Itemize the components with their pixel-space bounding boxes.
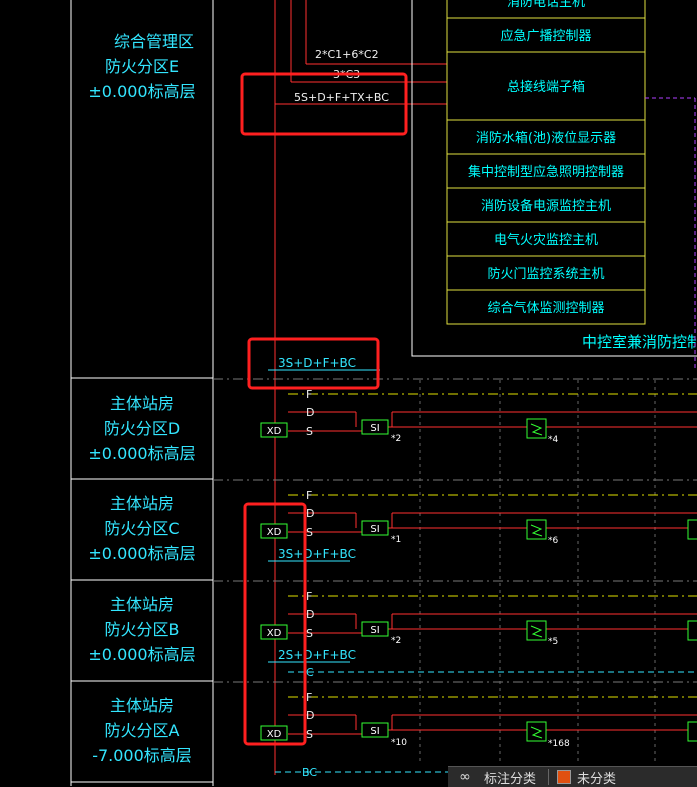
svg-text:*4: *4: [548, 435, 559, 445]
svg-text:D: D: [306, 709, 314, 722]
svg-text:BC: BC: [302, 766, 317, 779]
svg-text:*168: *168: [548, 739, 570, 749]
edge-devices: [687, 519, 697, 742]
svg-text:S: S: [306, 728, 313, 741]
highlight-box-top: [240, 72, 408, 136]
svg-text:主体站房: 主体站房: [110, 494, 174, 513]
si-box-c[interactable]: SI *1: [361, 520, 401, 545]
riser-label-d: 3S+D+F+BC: [278, 356, 356, 370]
column-dashes: [419, 380, 656, 765]
svg-text:F: F: [306, 691, 312, 704]
category-color-swatch[interactable]: [557, 770, 572, 784]
svg-text:防火分区B: 防火分区B: [105, 620, 180, 639]
xd-box-b[interactable]: XD: [260, 624, 288, 640]
switch-symbol-a[interactable]: *168: [526, 721, 570, 749]
svg-text:D: D: [306, 406, 314, 419]
svg-text:F: F: [306, 489, 312, 502]
control-room-title: 中控室兼消防控制室: [582, 333, 697, 351]
riser-label-b: 2S+D+F+BC: [278, 648, 356, 662]
svg-text:±0.000标高层: ±0.000标高层: [88, 444, 195, 463]
switch-symbol-d[interactable]: *4: [526, 418, 559, 445]
panel-box: [446, 289, 646, 325]
svg-text:S: S: [306, 627, 313, 640]
svg-text:±0.000标高层: ±0.000标高层: [88, 544, 195, 563]
zone-a-row: F D S BC: [275, 691, 697, 779]
svg-text:S: S: [306, 425, 313, 438]
panel-terminal-box: 总接线端子箱: [507, 79, 585, 95]
svg-text:*10: *10: [391, 738, 407, 748]
svg-text:±0.000标高层: ±0.000标高层: [88, 645, 195, 664]
svg-text:XD: XD: [267, 729, 282, 740]
svg-text:S: S: [306, 526, 313, 539]
panel-electrical-fire: 电气火灾监控主机: [494, 232, 598, 248]
svg-text:C: C: [306, 666, 314, 679]
wire-label-c1c2: 2*C1+6*C2: [315, 48, 379, 61]
svg-text:*1: *1: [391, 535, 401, 545]
svg-text:*5: *5: [548, 637, 558, 647]
switch-symbol-c[interactable]: *6: [526, 519, 559, 546]
svg-text:主体站房: 主体站房: [110, 595, 174, 614]
svg-text:D: D: [306, 507, 314, 520]
xd-box-c[interactable]: XD: [260, 523, 288, 539]
si-box-b[interactable]: SI *2: [361, 621, 401, 646]
wire-label-5s: 5S+D+F+TX+BC: [294, 91, 389, 104]
svg-text:SI: SI: [370, 625, 379, 636]
zone-c-label: 主体站房 防火分区C ±0.000标高层: [88, 494, 195, 563]
zone-d-row: F D S: [288, 388, 697, 438]
svg-text:主体站房: 主体站房: [110, 696, 174, 715]
svg-text:防火分区C: 防火分区C: [104, 519, 179, 538]
zone-e-label: 综合管理区 防火分区E ±0.000标高层: [88, 32, 195, 101]
svg-text:综合管理区: 综合管理区: [114, 32, 194, 51]
xd-box-a[interactable]: XD: [260, 725, 288, 741]
svg-text:防火分区E: 防火分区E: [105, 57, 179, 76]
panel-fire-door: 防火门监控系统主机: [487, 266, 604, 282]
control-room-panels: 消防电话主机 应急广播控制器 总接线端子箱 消防水箱(池)液位显示器 集中控制型…: [446, 0, 646, 325]
annotation-category-label[interactable]: 标注分类: [484, 771, 537, 787]
svg-text:XD: XD: [267, 426, 282, 437]
svg-text:*2: *2: [391, 636, 401, 646]
svg-text:±0.000标高层: ±0.000标高层: [88, 82, 195, 101]
svg-text:F: F: [306, 590, 312, 603]
svg-text:D: D: [306, 608, 314, 621]
panel-emergency-light: 集中控制型应急照明控制器: [468, 164, 624, 180]
zone-b-label: 主体站房 防火分区B ±0.000标高层: [88, 595, 195, 664]
riser-label-c: 3S+D+F+BC: [278, 547, 356, 561]
svg-text:防火分区D: 防火分区D: [104, 419, 180, 438]
zone-d-label: 主体站房 防火分区D ±0.000标高层: [88, 394, 195, 463]
svg-text:*2: *2: [391, 434, 401, 444]
zone-a-label: 主体站房 防火分区A -7.000标高层: [92, 696, 192, 765]
svg-text:*6: *6: [548, 536, 559, 546]
panel-water-level: 消防水箱(池)液位显示器: [476, 130, 616, 146]
infinity-icon[interactable]: ∞: [459, 769, 471, 785]
svg-text:防火分区A: 防火分区A: [105, 721, 180, 740]
switch-symbol-b[interactable]: *5: [526, 620, 558, 647]
svg-text:XD: XD: [267, 628, 282, 639]
svg-text:F: F: [306, 388, 312, 401]
highlight-box-middle: [247, 337, 380, 390]
zone-c-row: F D S: [288, 489, 697, 539]
si-box-a[interactable]: SI *10: [361, 722, 407, 748]
control-room-frame: [411, 0, 697, 357]
svg-text:-7.000标高层: -7.000标高层: [92, 746, 192, 765]
svg-text:XD: XD: [267, 527, 282, 538]
svg-text:SI: SI: [370, 423, 379, 434]
status-bar: ∞ 标注分类 未分类: [448, 766, 697, 787]
panel-broadcast: 应急广播控制器: [500, 28, 591, 44]
svg-text:SI: SI: [370, 726, 379, 737]
svg-text:主体站房: 主体站房: [110, 394, 174, 413]
si-box-d[interactable]: SI *2: [361, 419, 401, 444]
highlight-box-xd: [243, 502, 307, 746]
zone-b-row: F D S C: [288, 590, 697, 679]
panel-power-monitor: 消防设备电源监控主机: [481, 198, 611, 214]
panel-gas-detect: 综合气体监测控制器: [487, 300, 604, 316]
svg-text:SI: SI: [370, 524, 379, 535]
panel-phone: 消防电话主机: [507, 0, 585, 10]
uncategorized-label[interactable]: 未分类: [577, 771, 617, 787]
status-divider: [548, 769, 550, 785]
purple-link: [645, 97, 696, 370]
xd-box-d[interactable]: XD: [260, 422, 288, 438]
